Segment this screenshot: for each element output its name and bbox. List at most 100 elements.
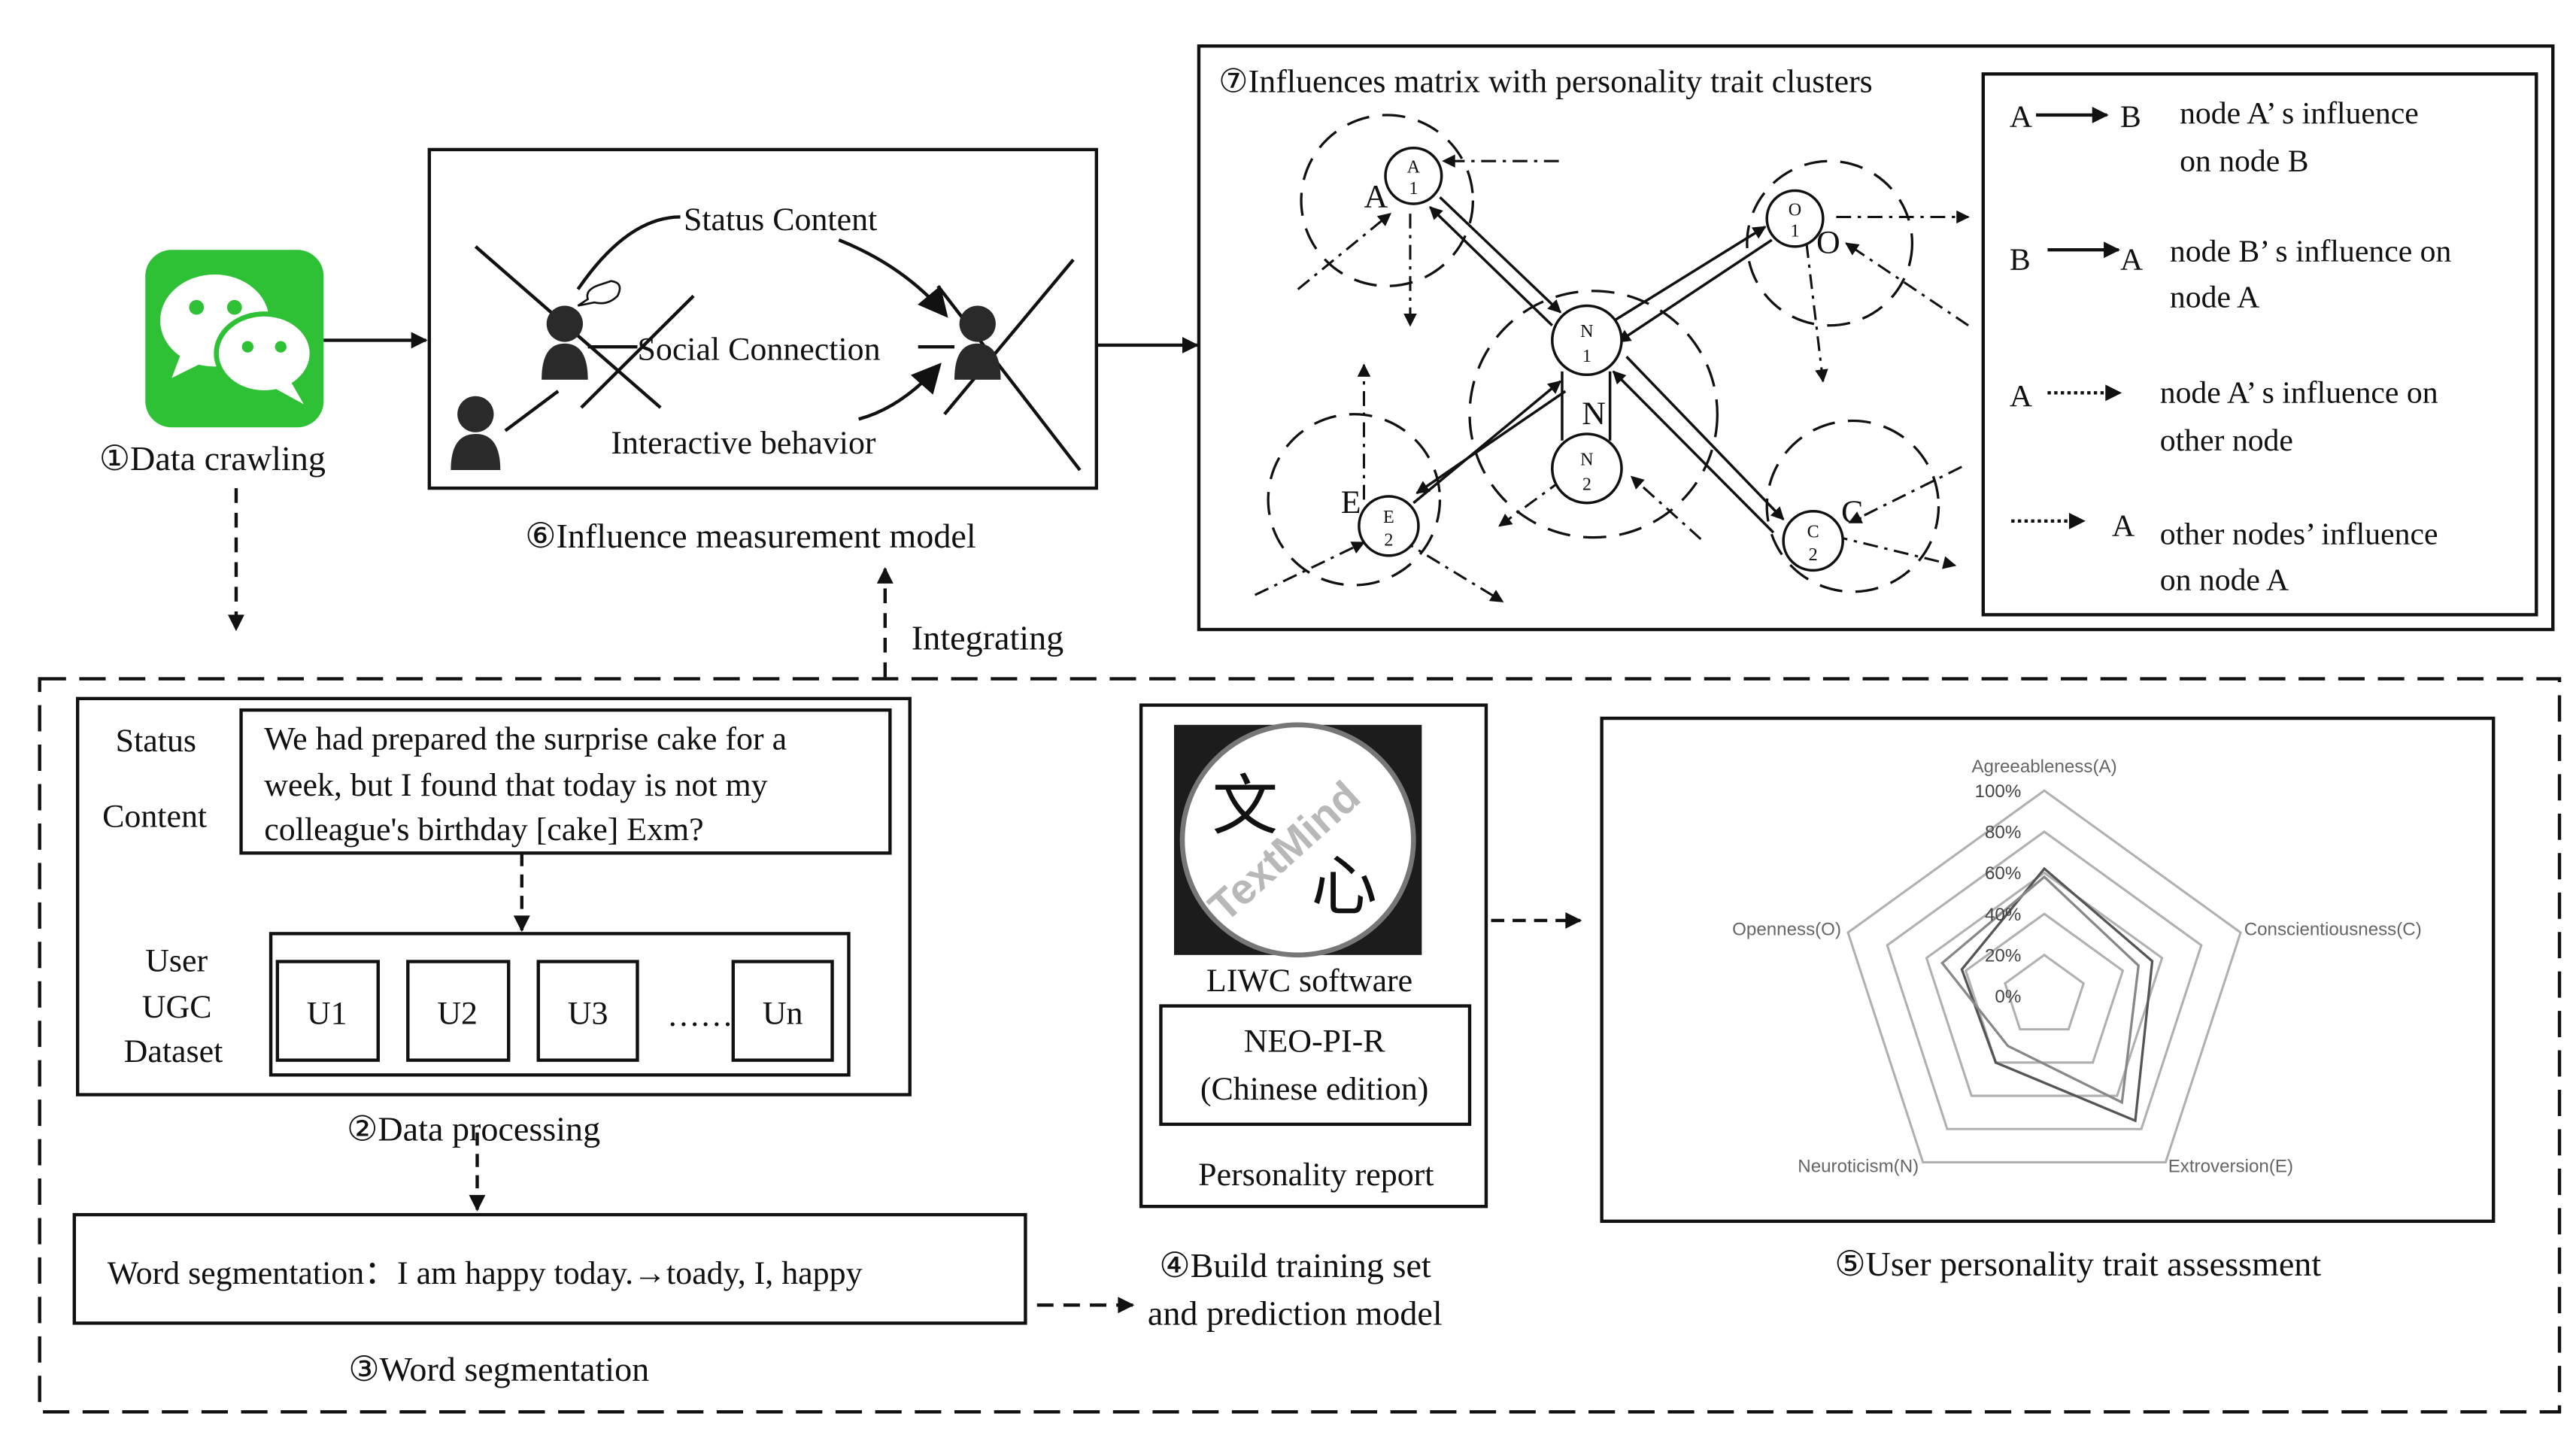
radar-ring-5: [1846, 789, 2242, 1163]
user-icon-bottom-left: [451, 396, 501, 471]
tick-label-20: 20%: [1985, 946, 2021, 966]
ugc-item-un: Un: [763, 996, 803, 1032]
influence-model-box: [427, 147, 1099, 490]
svg-text:2: 2: [1809, 545, 1818, 565]
cluster-circles: [1267, 114, 1940, 593]
svg-text:node A’ s influence on: node A’ s influence on: [2160, 376, 2438, 411]
step5-label: ⑤User personality trait assessment: [1834, 1245, 2321, 1283]
neo-pi-r-box: [1159, 1004, 1472, 1127]
axis-label-agreeableness: Agreeableness(A): [1971, 757, 2116, 777]
interactive-behavior-label: Interactive behavior: [611, 425, 876, 461]
ugc-item-u3: U3: [568, 996, 608, 1032]
node-N2: [1551, 432, 1623, 505]
step4-label-line2: and prediction model: [1148, 1294, 1443, 1333]
svg-text:on node A: on node A: [2160, 563, 2289, 598]
tick-label-0: 0%: [1995, 987, 2021, 1007]
user-icon-right: [954, 305, 1001, 380]
wechat-logo: [145, 250, 324, 428]
dashed-influence-arrows: [1254, 154, 1970, 603]
neo-label-line1: NEO-PI-R: [1244, 1024, 1386, 1060]
status-text-line3: colleague's birthday [cake] Exm?: [264, 811, 703, 848]
liwc-software-label: LIWC software: [1206, 963, 1412, 999]
node-O1: [1765, 189, 1825, 248]
user-icon-center: [542, 305, 588, 380]
svg-text:O: O: [1816, 225, 1840, 261]
radar-tick-labels: 0% 20% 40% 60% 80% 100%: [1975, 781, 2022, 1007]
ugc-label-line1: User: [145, 943, 208, 979]
liwc-box: [1139, 703, 1488, 1209]
status-text-line1: We had prepared the surprise cake for a: [264, 721, 787, 757]
step3-label: ③Word segmentation: [348, 1350, 649, 1388]
step6-label: ⑥Influence measurement model: [525, 517, 975, 555]
radar-grid: [1846, 789, 2242, 1163]
cluster-labels: A O N E C: [1341, 178, 1864, 530]
word-segmentation-text: Word segmentation：I am happy today.→toad…: [108, 1255, 863, 1291]
radar-series-1: [1960, 866, 2154, 1123]
solid-influence-arrows: [1412, 196, 1785, 534]
status-content-box: [239, 708, 892, 855]
node-E2: [1358, 495, 1420, 557]
neo-label-line2: (Chinese edition): [1200, 1071, 1429, 1107]
svg-text:A: A: [1407, 158, 1421, 177]
axis-label-openness: Openness(O): [1732, 920, 1841, 940]
svg-text:B: B: [2120, 99, 2141, 134]
radar-series: [1940, 866, 2154, 1123]
node-N1: [1551, 304, 1623, 377]
word-segmentation-box: [72, 1212, 1027, 1325]
svg-text:other nodes’ influence: other nodes’ influence: [2160, 517, 2438, 551]
node-A1: [1384, 146, 1443, 205]
status-label-line2: Content: [102, 798, 207, 834]
radar-axis-labels: Agreeableness(A) Conscientiousness(C) Ex…: [1732, 757, 2422, 1176]
svg-text:E: E: [1383, 508, 1394, 527]
influence-matrix-box: [1197, 44, 2555, 632]
axis-label-conscientiousness: Conscientiousness(C): [2244, 920, 2422, 940]
radar-series-2: [1940, 875, 2141, 1105]
ugc-item-u1: U1: [307, 996, 347, 1032]
data-processing-box: [75, 696, 912, 1097]
legend: A B node A’ s influence on node B B A no…: [2010, 96, 2452, 598]
svg-text:C: C: [1807, 523, 1819, 542]
axis-label-extroversion: Extroversion(E): [2168, 1156, 2293, 1176]
radar-chart-box: [1600, 716, 2496, 1224]
svg-text:node A: node A: [2170, 281, 2259, 315]
status-content-label: Status Content: [684, 202, 877, 238]
processing-region: [38, 677, 2562, 1414]
svg-text:B: B: [2010, 243, 2031, 278]
svg-text:A: A: [2120, 243, 2143, 278]
step7-label: ⑦Influences matrix with personality trai…: [1218, 63, 1872, 99]
tick-label-100: 100%: [1975, 781, 2022, 802]
svg-text:A: A: [2010, 379, 2032, 414]
ugc-items: [275, 960, 834, 1062]
graph-nodes: [1358, 146, 1844, 572]
svg-text:1: 1: [1409, 179, 1418, 199]
textmind-logo-circle: [1179, 722, 1416, 958]
ugc-item-u2: U2: [437, 996, 478, 1032]
ugc-dataset-box: [269, 932, 851, 1077]
step2-label: ②Data processing: [347, 1110, 600, 1148]
textmind-char-1: 文: [1212, 770, 1279, 843]
status-label-line1: Status: [116, 723, 196, 759]
svg-text:node B’ s influence on: node B’ s influence on: [2170, 235, 2452, 269]
step1-label: ①Data crawling: [99, 439, 326, 478]
svg-text:1: 1: [1790, 222, 1799, 241]
svg-text:2: 2: [1384, 531, 1393, 551]
ugc-ellipsis: ……: [667, 997, 733, 1033]
axis-label-neuroticism: Neuroticism(N): [1798, 1156, 1919, 1176]
status-text-line2: week, but I found that today is not my: [264, 767, 767, 803]
svg-text:1: 1: [1582, 347, 1591, 366]
svg-text:N: N: [1580, 450, 1593, 470]
personality-report-label: Personality report: [1198, 1157, 1434, 1193]
svg-text:on node B: on node B: [2180, 144, 2308, 178]
svg-text:A: A: [1364, 178, 1388, 214]
ugc-label-line3: Dataset: [124, 1033, 223, 1069]
svg-text:N: N: [1582, 396, 1606, 432]
radar-ring-4: [1886, 830, 2203, 1130]
svg-text:A: A: [2010, 99, 2032, 134]
social-connection-label: Social Connection: [637, 332, 880, 368]
svg-text:O: O: [1789, 200, 1801, 220]
svg-text:E: E: [1341, 484, 1361, 520]
tick-label-80: 80%: [1985, 823, 2021, 843]
legend-box: [1981, 72, 2538, 617]
radar-ring-3: [1925, 871, 2164, 1097]
